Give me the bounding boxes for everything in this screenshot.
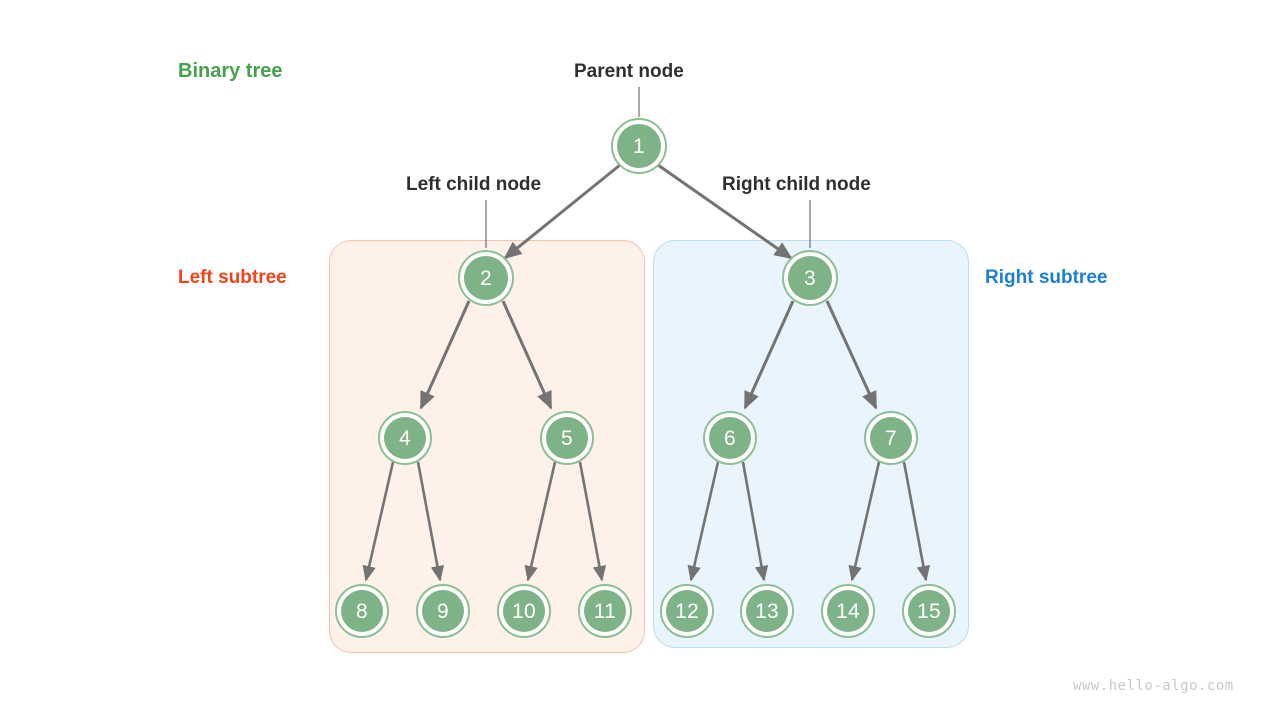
tree-node-value: 2 <box>480 266 492 290</box>
tree-node-value: 5 <box>561 426 573 450</box>
tree-node-fill <box>584 590 626 632</box>
tree-node-5: 5 <box>540 411 594 465</box>
tree-node-11: 11 <box>578 584 632 638</box>
tree-node-4: 4 <box>378 411 432 465</box>
left-subtree-label: Left subtree <box>178 267 287 288</box>
tree-node-value: 4 <box>399 426 411 450</box>
callout-parent-node: Parent node <box>574 61 684 82</box>
right-subtree-label: Right subtree <box>985 267 1108 288</box>
tree-node-value: 12 <box>675 599 699 623</box>
tree-node-value: 1 <box>633 134 645 158</box>
tree-node-9: 9 <box>416 584 470 638</box>
tree-node-fill <box>546 417 588 459</box>
tree-node-value: 3 <box>804 266 816 290</box>
tree-node-fill <box>422 590 464 632</box>
tree-node-6: 6 <box>703 411 757 465</box>
tree-node-fill <box>617 124 661 168</box>
tree-node-fill <box>384 417 426 459</box>
tree-node-14: 14 <box>821 584 875 638</box>
tree-node-value: 9 <box>437 599 449 623</box>
watermark: www.hello-algo.com <box>1073 678 1234 694</box>
tree-node-13: 13 <box>740 584 794 638</box>
tree-node-value: 13 <box>755 599 779 623</box>
tree-node-fill <box>503 590 545 632</box>
tree-node-8: 8 <box>335 584 389 638</box>
tree-node-fill <box>709 417 751 459</box>
tree-node-2: 2 <box>458 250 514 306</box>
tree-node-fill <box>464 256 508 300</box>
tree-node-value: 14 <box>836 599 860 623</box>
tree-node-value: 11 <box>593 599 617 623</box>
callout-left-child-node: Left child node <box>406 174 542 195</box>
tree-node-fill <box>870 417 912 459</box>
tree-node-1: 1 <box>611 118 667 174</box>
tree-node-fill <box>827 590 869 632</box>
tree-node-value: 7 <box>885 426 897 450</box>
tree-node-fill <box>788 256 832 300</box>
tree-node-12: 12 <box>660 584 714 638</box>
tree-node-fill <box>746 590 788 632</box>
tree-node-fill <box>341 590 383 632</box>
tree-node-value: 15 <box>917 599 941 623</box>
tree-node-7: 7 <box>864 411 918 465</box>
tree-node-value: 10 <box>512 599 536 623</box>
tree-node-value: 6 <box>724 426 736 450</box>
callout-right-child-node: Right child node <box>722 174 871 195</box>
tree-node-10: 10 <box>497 584 551 638</box>
tree-node-15: 15 <box>902 584 956 638</box>
tree-node-fill <box>666 590 708 632</box>
tree-node-3: 3 <box>782 250 838 306</box>
tree-node-value: 8 <box>356 599 368 623</box>
tree-node-fill <box>908 590 950 632</box>
diagram-title: Binary tree <box>178 60 283 82</box>
